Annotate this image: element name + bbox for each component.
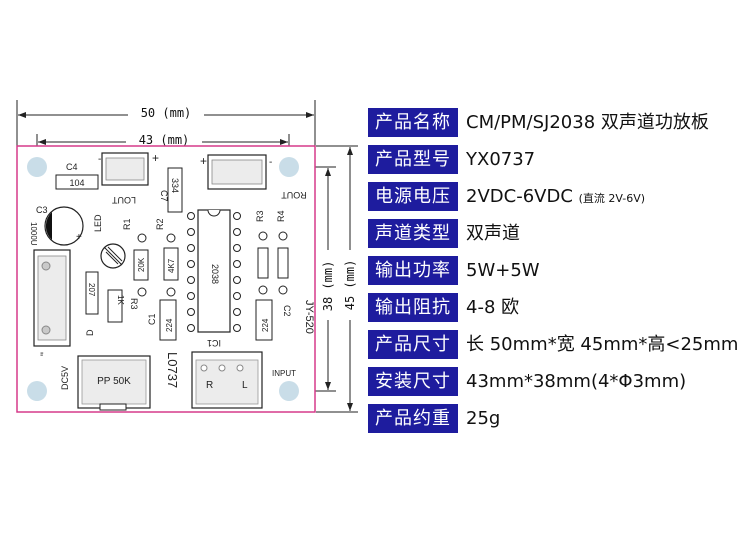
spec-label: 输出阻抗 bbox=[368, 293, 458, 322]
lout-label: LOUT bbox=[112, 195, 137, 205]
pot-label: PP 50K bbox=[97, 376, 131, 387]
spec-row-size: 产品尺寸 长 50mm*宽 45mm*高<25mm bbox=[368, 330, 750, 359]
c2-label: C2 bbox=[282, 305, 292, 317]
c4-label: C4 bbox=[66, 162, 78, 172]
spec-row-power: 输出功率 5W+5W bbox=[368, 256, 750, 285]
mount-hole bbox=[279, 157, 299, 177]
r4-label: R4 bbox=[276, 210, 286, 222]
spec-label: 产品名称 bbox=[368, 108, 458, 137]
hole-height-label: 38 (mm) bbox=[321, 261, 335, 312]
outer-width-label: 50 (mm) bbox=[141, 106, 192, 120]
ic-2038 bbox=[197, 209, 231, 333]
resistor-207 bbox=[85, 271, 99, 315]
spec-label: 产品型号 bbox=[368, 145, 458, 174]
spec-label: 声道类型 bbox=[368, 219, 458, 248]
c3-plus: + bbox=[76, 232, 82, 243]
model-label: L0737 bbox=[165, 352, 180, 388]
c1-value: 224 bbox=[165, 318, 174, 332]
dc-plus: - bbox=[40, 350, 43, 361]
rout-plus: + bbox=[200, 154, 207, 168]
outer-height-label: 45 (mm) bbox=[343, 260, 357, 311]
capacitor-c4 bbox=[55, 174, 99, 190]
c7-value: 334 bbox=[170, 178, 180, 193]
spec-value: YX0737 bbox=[466, 149, 536, 170]
r3-top-label: R3 bbox=[255, 210, 265, 222]
spec-row-product-name: 产品名称 CM/PM/SJ2038 双声道功放板 bbox=[368, 108, 750, 137]
resistor-r4 bbox=[277, 247, 289, 279]
spec-row-model: 产品型号 YX0737 bbox=[368, 145, 750, 174]
spec-row-weight: 产品约重 25g bbox=[368, 404, 750, 433]
pcb-diagram: 50 (mm) 43 (mm) 38 (mm) 45 (mm) C4 bbox=[16, 100, 358, 413]
voltage-note: (直流 2V-6V) bbox=[578, 192, 646, 205]
r1-value: 20K bbox=[137, 257, 146, 272]
spec-value: 双声道 bbox=[466, 223, 520, 244]
power-minus: - bbox=[40, 347, 44, 359]
dimension-50mm: 50 (mm) bbox=[16, 100, 316, 146]
hole-width-label: 43 (mm) bbox=[139, 133, 190, 147]
resistor-r2 bbox=[163, 247, 179, 281]
mount-hole bbox=[279, 381, 299, 401]
input-r-label: R bbox=[206, 380, 213, 391]
dimension-45mm: 45 (mm) bbox=[316, 145, 358, 413]
dc5v-label: DC5V bbox=[60, 366, 70, 390]
mount-hole bbox=[27, 381, 47, 401]
r2-label: R2 bbox=[155, 218, 165, 230]
input-label: INPUT bbox=[272, 369, 296, 378]
capacitor-c1 bbox=[159, 299, 177, 341]
c3-value: 1000U bbox=[29, 222, 38, 246]
c1-label: C1 bbox=[147, 313, 157, 325]
lout-minus: - bbox=[98, 154, 101, 165]
ic1-label: IC1 bbox=[207, 338, 221, 348]
voltage-value: 2VDC-6VDC bbox=[466, 186, 573, 207]
spec-label: 输出功率 bbox=[368, 256, 458, 285]
c2-value: 224 bbox=[261, 318, 270, 332]
rout-label: ROUT bbox=[281, 190, 307, 200]
dimension-38mm: 38 (mm) bbox=[298, 166, 336, 392]
dimension-43mm: 43 (mm) bbox=[36, 132, 290, 162]
r2-value: 4K7 bbox=[167, 258, 176, 273]
r3-value: 1K bbox=[116, 295, 125, 305]
r1-label: R1 bbox=[122, 218, 132, 230]
board-name: JY-520 bbox=[303, 300, 315, 334]
spec-value: 长 50mm*宽 45mm*高<25mm bbox=[466, 334, 739, 355]
spec-value: 25g bbox=[466, 408, 501, 429]
resistor-r3 bbox=[107, 289, 123, 323]
ic-pins bbox=[187, 212, 241, 332]
spec-label: 安装尺寸 bbox=[368, 367, 458, 396]
lout-plus: + bbox=[152, 151, 159, 165]
d-label: D bbox=[85, 329, 95, 336]
r3-label: R3 bbox=[129, 298, 139, 310]
spec-label: 产品尺寸 bbox=[368, 330, 458, 359]
rout-minus: - bbox=[269, 157, 272, 168]
led-label: LED bbox=[93, 214, 103, 232]
spec-value: CM/PM/SJ2038 双声道功放板 bbox=[466, 112, 709, 133]
spec-label: 电源电压 bbox=[368, 182, 458, 211]
capacitor-c2 bbox=[255, 299, 273, 341]
mount-hole bbox=[27, 157, 47, 177]
spec-value-voltage: 2VDC-6VDC (直流 2V-6V) bbox=[466, 182, 645, 211]
spec-value: 4-8 欧 bbox=[466, 297, 520, 318]
input-l-label: L bbox=[242, 380, 248, 391]
ic-label: 2038 bbox=[210, 264, 220, 284]
c4-value: 104 bbox=[69, 178, 84, 188]
spec-value: 43mm*38mm(4*Φ3mm) bbox=[466, 371, 687, 392]
spec-row-channel: 声道类型 双声道 bbox=[368, 219, 750, 248]
capacitor-c7 bbox=[167, 167, 183, 213]
spec-label: 产品约重 bbox=[368, 404, 458, 433]
spec-value: 5W+5W bbox=[466, 260, 540, 281]
capacitor-c3 bbox=[44, 206, 84, 246]
c7-label: C7 bbox=[159, 190, 169, 202]
resistor-r3-right bbox=[257, 247, 269, 279]
c3-label: C3 bbox=[36, 205, 48, 215]
r5-value: 207 bbox=[87, 283, 96, 297]
spec-row-impedance: 输出阻抗 4-8 欧 bbox=[368, 293, 750, 322]
spec-row-mount: 安装尺寸 43mm*38mm(4*Φ3mm) bbox=[368, 367, 750, 396]
spec-row-voltage: 电源电压 2VDC-6VDC (直流 2V-6V) bbox=[368, 182, 750, 211]
resistor-r1 bbox=[133, 249, 149, 281]
